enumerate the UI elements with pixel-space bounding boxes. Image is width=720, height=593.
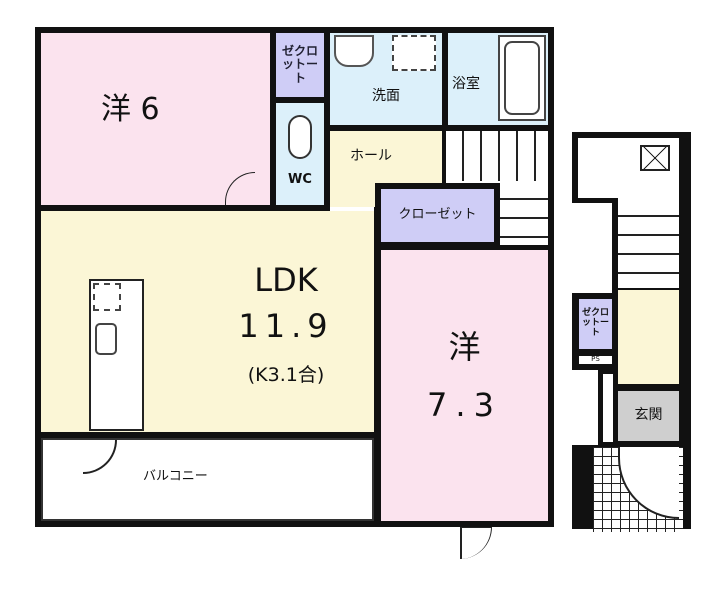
kitchen-sink-icon	[95, 323, 117, 355]
staircase[interactable]	[446, 131, 548, 181]
staircase-lower[interactable]	[498, 181, 548, 245]
room-wc: WC	[276, 103, 324, 205]
room-washroom: 洗面	[330, 33, 442, 125]
closet: クローゼット	[381, 189, 494, 242]
entrance: 玄関	[618, 391, 679, 441]
bathroom-label: 浴室	[452, 76, 480, 92]
closet-lower-label: ゼクロ ットー ト	[581, 308, 609, 338]
exterior-staircase[interactable]	[618, 198, 679, 288]
closet-small-label: ゼクロ ットー ト	[281, 44, 318, 85]
closet-label: クローゼット	[398, 207, 477, 223]
balcony-label: バルコニー	[143, 469, 208, 484]
entrance-label: 玄関	[634, 407, 663, 424]
room-name: 洋	[448, 328, 481, 366]
bathtub-icon	[504, 41, 540, 115]
ldk-kitchen-note: (K3.1合)	[247, 364, 325, 386]
room-western-6: 洋 6	[41, 33, 270, 205]
ps-label: PS	[591, 355, 600, 364]
door-swing-icon	[460, 527, 492, 559]
kitchen-counter	[89, 279, 144, 431]
door-swing-icon	[83, 440, 117, 474]
washroom-label: 洗面	[372, 88, 400, 104]
sink-icon	[334, 35, 374, 67]
room-name: 洋	[101, 92, 131, 127]
entry-hall	[618, 290, 679, 384]
pipe-space: PS	[579, 355, 612, 364]
balcony: バルコニー	[41, 438, 374, 521]
room-ldk: LDK 11.9 (K3.1合)	[41, 211, 374, 432]
storage-x-icon	[640, 145, 670, 171]
wc-label: WC	[288, 172, 312, 187]
room-bathroom: 浴室	[448, 33, 548, 125]
room-size: 6	[140, 92, 160, 127]
room-size: 7.3	[427, 386, 502, 424]
hall-label: ホール	[350, 148, 392, 164]
toilet-icon	[288, 115, 312, 159]
closet-lower: ゼクロ ットー ト	[579, 299, 612, 349]
ldk-size: 11.9	[238, 307, 334, 345]
stove-icon	[93, 283, 121, 311]
closet-small: ゼクロ ットー ト	[276, 33, 324, 97]
ldk-name: LDK	[254, 261, 318, 299]
room-western-73: 洋 7.3	[381, 250, 548, 521]
washing-machine-space-icon	[392, 35, 436, 71]
